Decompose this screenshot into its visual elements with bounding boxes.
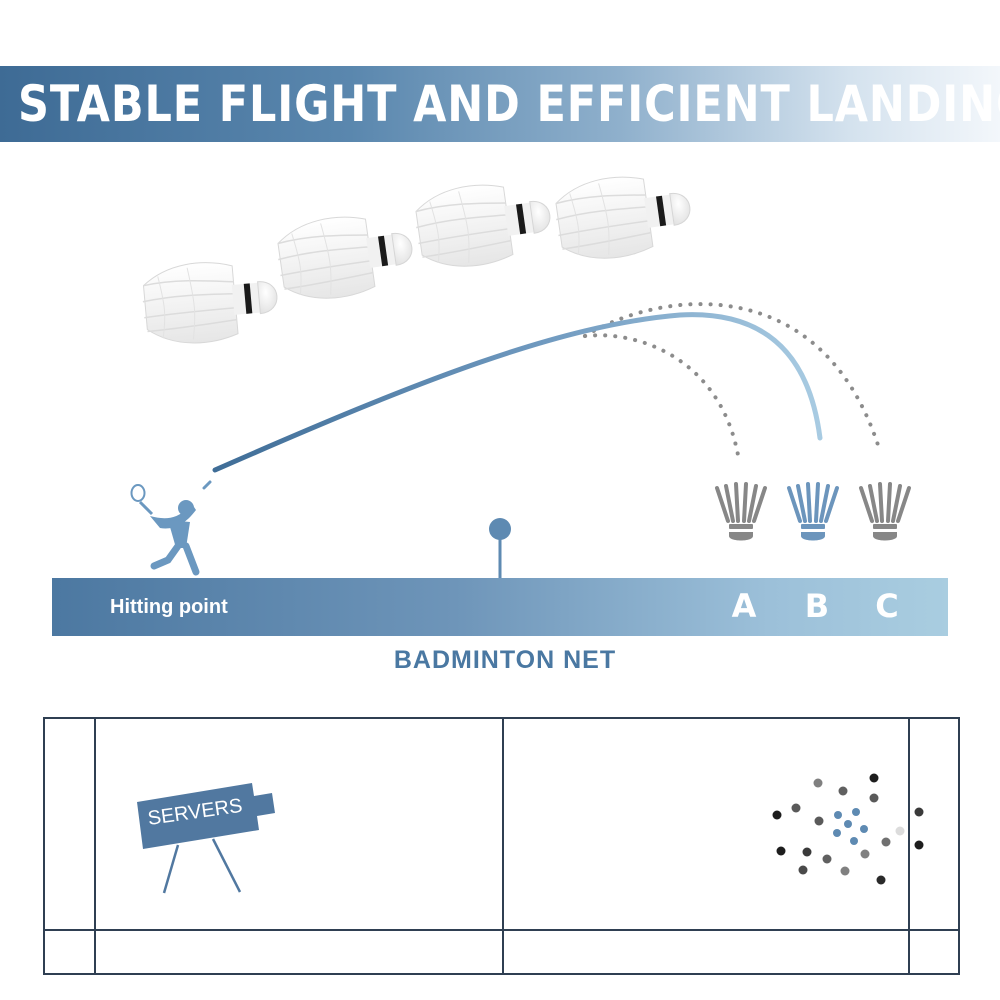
banner-title: STABLE FLIGHT AND EFFICIENT LANDING — [18, 75, 1000, 133]
net-post — [489, 518, 511, 580]
hitting-point-label: Hitting point — [110, 596, 228, 618]
trajectory-a — [583, 333, 740, 457]
shuttlecock-1 — [139, 255, 282, 349]
trajectory-c — [583, 302, 880, 447]
badminton-court — [43, 717, 960, 975]
landing-shuttle-b-icon — [787, 482, 839, 543]
landing-shuttle-c-icon — [859, 482, 911, 543]
shuttlecock-2 — [272, 206, 419, 306]
landing-shuttle-a-icon — [715, 482, 767, 543]
shuttlecock-4 — [550, 166, 697, 266]
servers-sign — [137, 783, 275, 894]
net-label: BADMINTON NET — [393, 646, 617, 674]
title-banner: STABLE FLIGHT AND EFFICIENT LANDING — [0, 66, 1000, 142]
net-bar — [52, 578, 948, 636]
landing-label-c: C — [875, 587, 899, 625]
landing-label-b: B — [804, 587, 830, 625]
trajectory-b — [212, 312, 823, 473]
landing-scatter — [772, 773, 924, 885]
player-icon — [130, 480, 212, 576]
shuttlecock-3 — [410, 174, 557, 274]
landing-label-a: A — [731, 587, 757, 625]
